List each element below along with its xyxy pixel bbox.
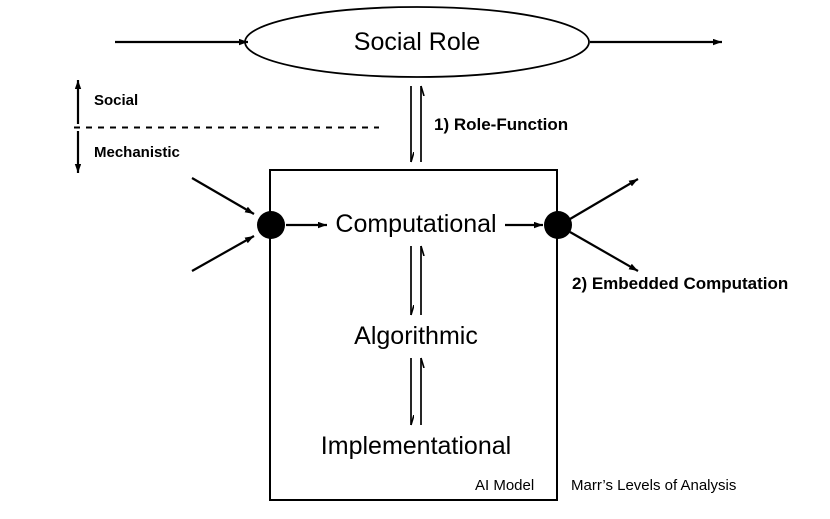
social-role-label: Social Role [353, 28, 481, 56]
caption-ai-model: AI Model [475, 477, 535, 494]
left-node-input-arrow-lower [191, 235, 255, 272]
level-label-implementational: Implementational [320, 432, 512, 460]
right-interface-node [544, 211, 572, 239]
level-label-computational: Computational [335, 210, 497, 238]
annotation-role-function: 1) Role-Function [434, 115, 569, 134]
axis-label-social: Social [94, 92, 139, 109]
axis-label-mechanistic: Mechanistic [94, 144, 180, 161]
ai-model-box [269, 169, 558, 501]
right-node-output-arrow-upper [569, 178, 639, 220]
left-node-input-arrow-upper [191, 177, 255, 215]
level-label-algorithmic: Algorithmic [354, 322, 478, 350]
annotation-embedded-computation: 2) Embedded Computation [572, 274, 789, 293]
caption-marrs-levels: Marr’s Levels of Analysis [571, 477, 737, 494]
right-node-output-arrow-lower [569, 231, 639, 272]
left-interface-node [257, 211, 285, 239]
